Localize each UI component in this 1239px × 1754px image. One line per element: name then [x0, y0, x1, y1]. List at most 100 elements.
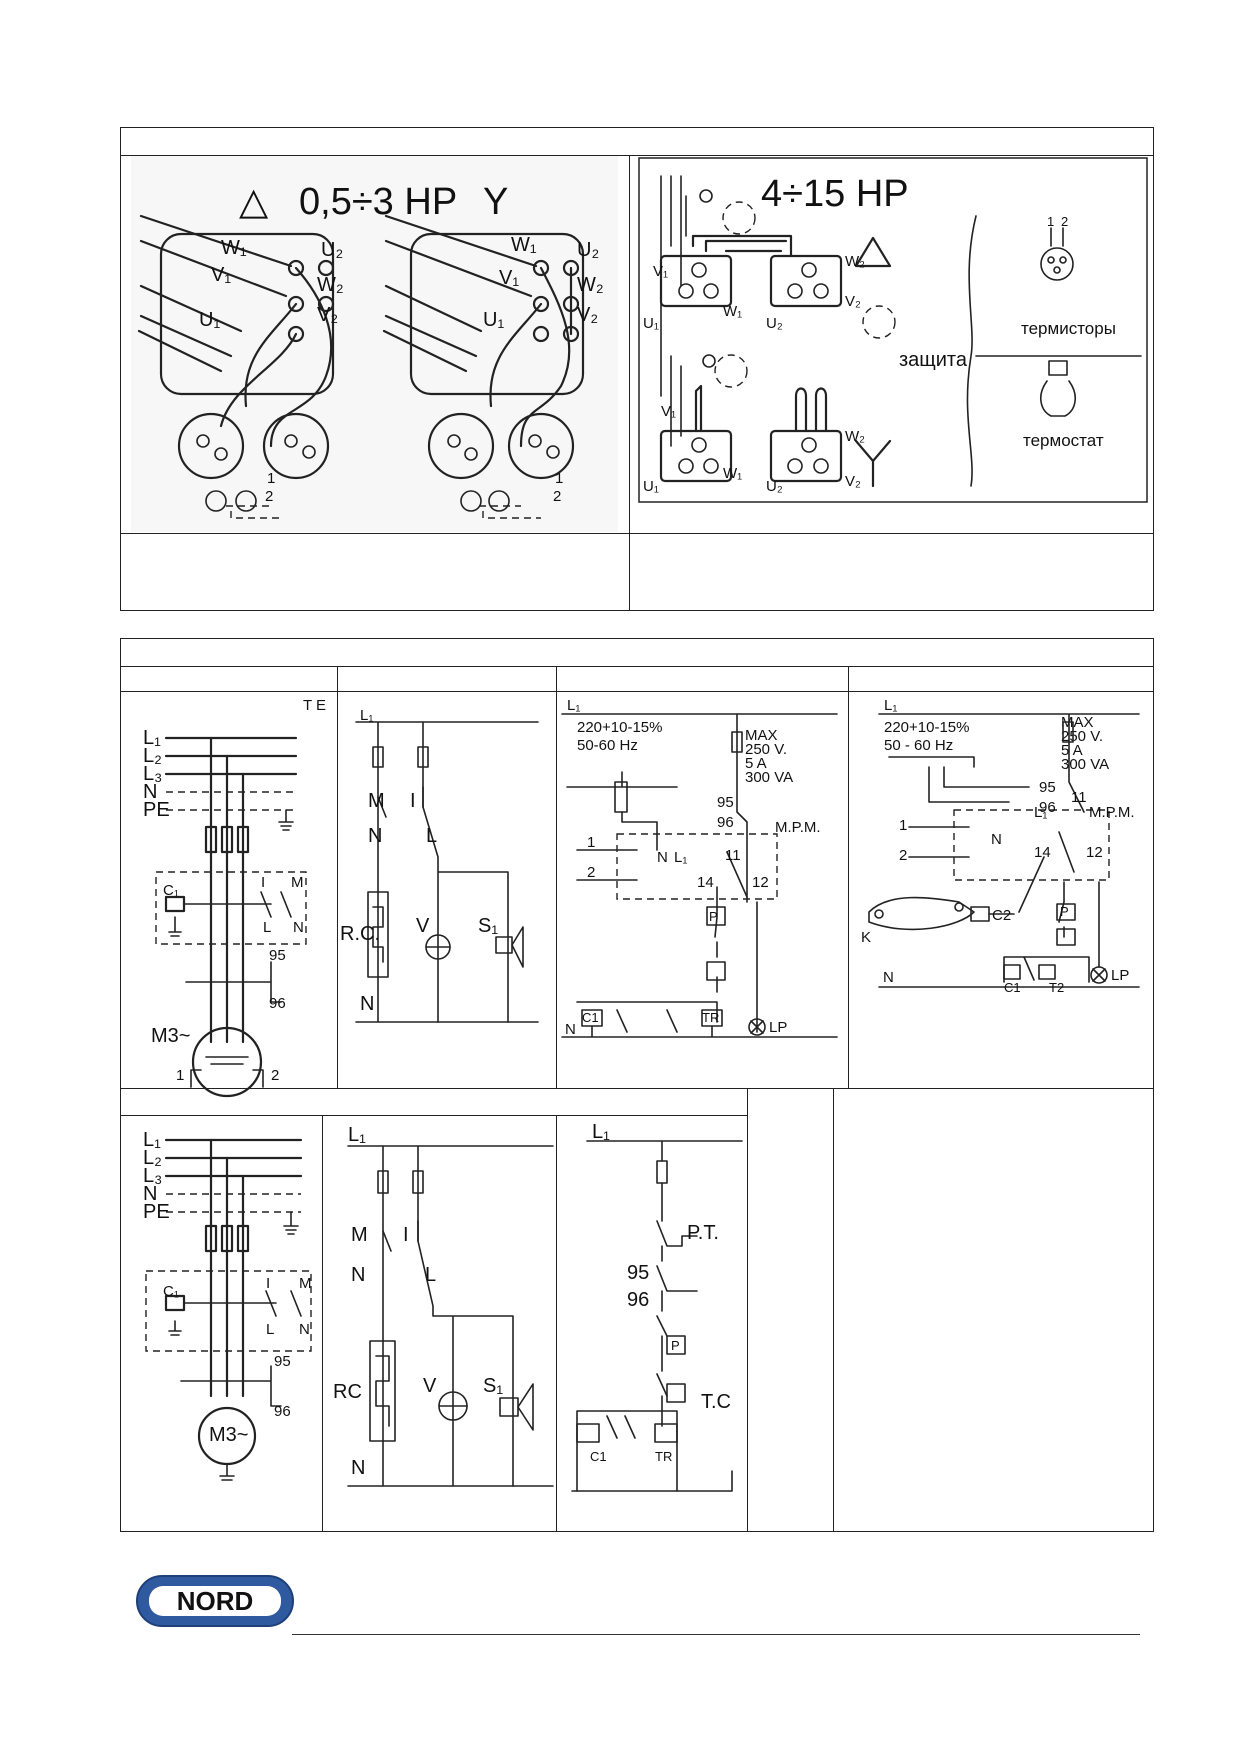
p3-freq-label: 50-60 Hz: [577, 737, 638, 754]
p3-l1-term-label: L₁: [674, 849, 687, 866]
r2-three-phase-wiring: [145, 1138, 312, 1481]
r2p3-95-label: 95: [627, 1262, 649, 1284]
single-phase-schematic-2: L₁ M I N L RC V S₁ N: [333, 1124, 554, 1487]
mpm-wiring: [561, 713, 838, 1038]
thermistors-label: термисторы: [1021, 319, 1116, 338]
protection-label: защита: [899, 349, 968, 371]
p4-k-label: K: [861, 929, 871, 946]
delta-w2-label: W₂: [317, 274, 344, 296]
delta-u1-label: U₁: [199, 309, 220, 331]
thermistor-connector: [1040, 227, 1074, 281]
p4-p-label: P: [1060, 904, 1069, 919]
footer-rule: [292, 1634, 1140, 1635]
delta-terminal-blocks: [659, 175, 896, 397]
r2-line-l3-label: L₃: [143, 1165, 162, 1187]
p3-two-label: 2: [587, 864, 595, 881]
switch-n-label: N: [293, 919, 304, 936]
r2p3-tr-label: TR: [655, 1449, 672, 1464]
pt-control-schematic: L₁ P.T. 95 96 P T.C C1 TR: [571, 1121, 743, 1492]
p2-v-label: V: [416, 915, 430, 937]
star-v1-terminal-label: V₁: [661, 403, 676, 420]
col-divider-3: [848, 666, 849, 1088]
p3-voltage-label: 220+10-15%: [577, 719, 663, 736]
small-motor-wiring-diagram: △ 0,5÷3 HP Y W₁ V₁ U₁ U₂ W₂ V₂ 1 2 W₁ V₁…: [131, 156, 618, 532]
schematics-header-divider: [120, 666, 1154, 667]
r2p3-pt-label: P.T.: [687, 1222, 719, 1244]
motor-connection-table: [120, 127, 1154, 611]
r2p2-n-label: N: [351, 1264, 365, 1286]
line-l3-label: L₃: [143, 763, 162, 785]
p3-n-label: N: [657, 849, 668, 866]
row2-col-divider-2: [556, 1115, 557, 1532]
star-y-icon: [854, 439, 892, 488]
p4-lp-label: LP: [1111, 967, 1129, 984]
mpm-k-wiring: [868, 713, 1140, 988]
r2p2-l1-label: L₁: [348, 1124, 366, 1146]
p3-lp-label: LP: [769, 1019, 787, 1036]
col-divider-1: [337, 666, 338, 1088]
delta-u1-terminal-label: U₁: [643, 315, 659, 332]
p4-one-label: 1: [899, 817, 907, 834]
p3-one-label: 1: [587, 834, 595, 851]
r2p3-96-label: 96: [627, 1289, 649, 1311]
delta-terminal-box: [137, 214, 335, 519]
delta-v1-label: V₁: [211, 264, 231, 286]
star-v1-label: V₁: [499, 267, 519, 289]
pt-wiring: [571, 1140, 743, 1492]
p4-11-label: 11: [1071, 789, 1087, 806]
p4-freq-label: 50 - 60 Hz: [884, 737, 953, 754]
r2p2-m-label: M: [351, 1224, 368, 1246]
line-n-label: N: [143, 781, 157, 803]
r2-line-n-label: N: [143, 1183, 157, 1205]
r2p3-c1-label: C1: [590, 1449, 607, 1464]
r2p2-l-label: L: [425, 1264, 436, 1286]
three-phase-wiring: [155, 736, 307, 1098]
star-u2-terminal-label: U₂: [766, 478, 783, 495]
p2-s1-label: S₁: [478, 915, 498, 937]
delta-v2-label: V₂: [317, 304, 338, 326]
col-divider-2: [556, 666, 557, 1088]
star-u1-label: U₁: [483, 309, 504, 331]
p4-c1-label: C1: [1004, 980, 1021, 995]
p4-two-label: 2: [899, 847, 907, 864]
motor-m3-label: M3~: [151, 1025, 190, 1047]
table-header-divider: [120, 155, 1154, 156]
p3-c1-label: C1: [582, 1010, 599, 1025]
switch-m-label: M: [291, 874, 304, 891]
star-w2-terminal-label: W₂: [845, 428, 865, 445]
star-connector-two: 2: [553, 488, 561, 505]
p4-voltage-label: 220+10-15%: [884, 719, 970, 736]
r2p2-s1-label: S₁: [483, 1375, 503, 1397]
delta-connector-two: 2: [265, 488, 273, 505]
p4-l1-term-label: L₁: [1034, 804, 1047, 821]
p4-l1-label: L₁: [884, 697, 897, 714]
delta-connector-one: 1: [267, 470, 275, 487]
delta-symbol: △: [239, 181, 269, 223]
p3-11-label: 11: [725, 847, 741, 864]
small-power-range: 0,5÷3 HP: [299, 181, 457, 223]
logo-text: NORD: [177, 1586, 254, 1616]
p3-95-label: 95: [717, 794, 734, 811]
p4-250v-label: 250 V.: [1061, 728, 1103, 745]
r2p2-v-label: V: [423, 1375, 437, 1397]
schematics-row-divider: [120, 1088, 1154, 1089]
large-power-range: 4÷15 HP: [761, 173, 909, 215]
p2-i-label: I: [410, 790, 416, 812]
p4-95-label: 95: [1039, 779, 1056, 796]
delta-w2-terminal-label: W₂: [845, 253, 865, 270]
star-symbol: Y: [483, 181, 508, 223]
contactor-c1-label: C₁: [163, 882, 179, 899]
p3-mpm-label: M.P.M.: [775, 819, 821, 836]
p4-n-bottom-label: N: [883, 969, 894, 986]
p4-5a-label: 5 A: [1061, 742, 1083, 759]
delta-v1-terminal-label: V₁: [653, 263, 668, 280]
schematics-subheader-divider: [120, 691, 1154, 692]
terminal-95-label: 95: [269, 947, 286, 964]
p3-5a-label: 5 A: [745, 755, 767, 772]
terminal-96-label: 96: [269, 995, 286, 1012]
delta-u2-terminal-label: U₂: [766, 315, 783, 332]
p2-l1-label: L₁: [360, 707, 373, 724]
nord-logo: NORD: [136, 1575, 294, 1627]
p4-mpm-label: M.P.M.: [1089, 804, 1135, 821]
te-label: T E: [303, 697, 326, 714]
